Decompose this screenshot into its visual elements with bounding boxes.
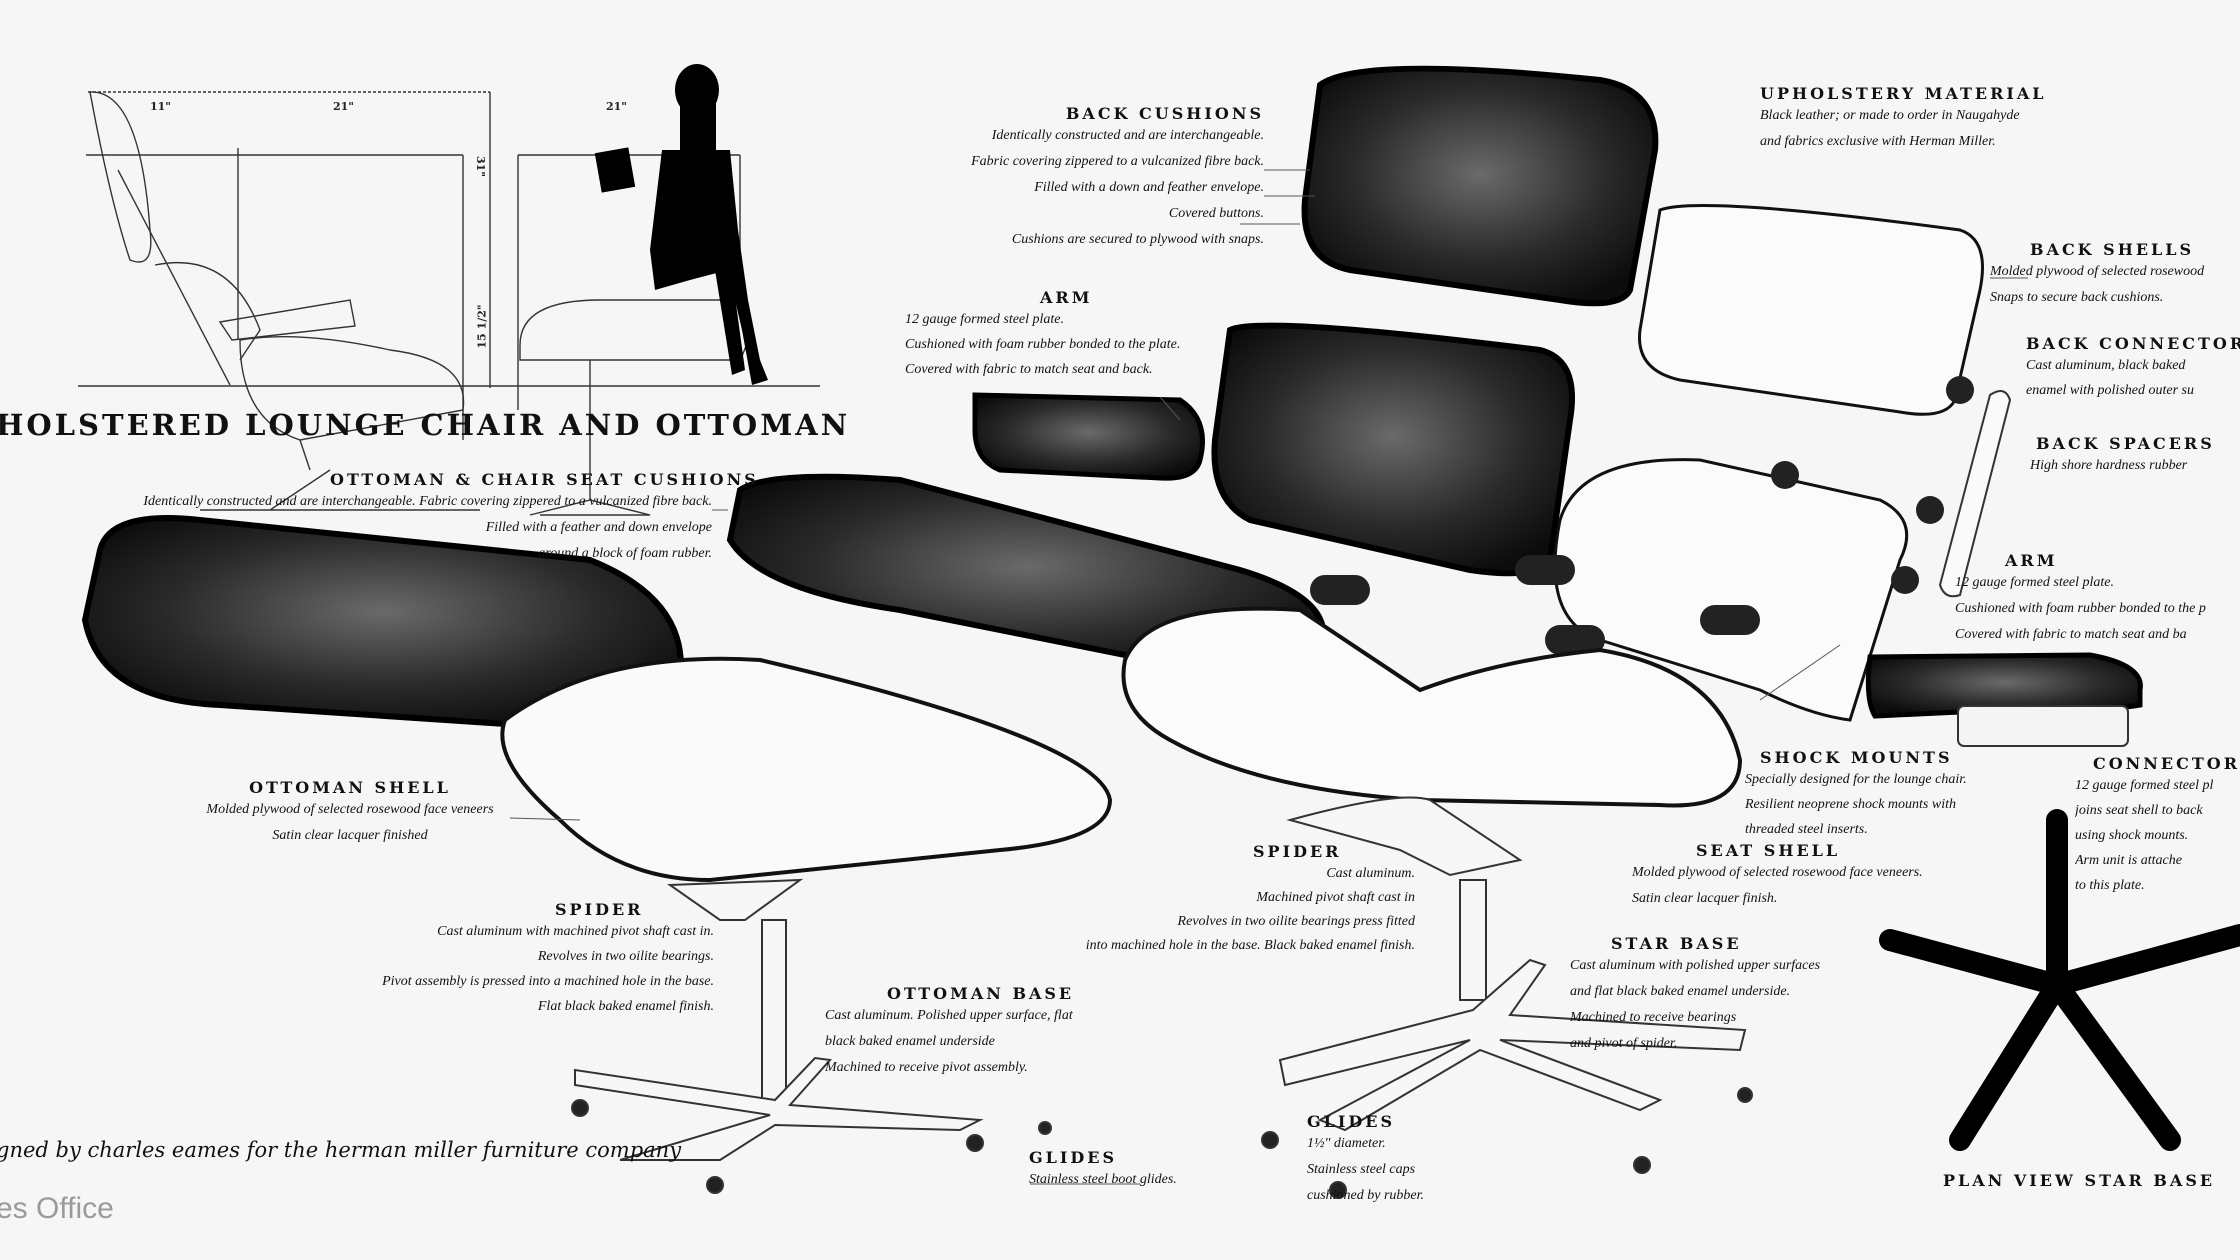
arm-left-line: 12 gauge formed steel plate. <box>905 312 1065 327</box>
ottoman-shell-heading: OTTOMAN SHELL <box>249 778 451 797</box>
back-shells-line: Snaps to secure back cushions. <box>1990 290 2164 305</box>
seat-shell-line: Satin clear lacquer finish. <box>1632 891 1778 906</box>
dimension-height: 31" <box>474 155 488 178</box>
spider-chair-line: into machined hole in the base. Black ba… <box>1085 938 1415 953</box>
designer-credit: gned by charles eames for the herman mil… <box>0 1138 682 1162</box>
ottoman-shell <box>500 656 1113 883</box>
arm-left-line: Cushioned with foam rubber bonded to the… <box>905 337 1181 352</box>
leader-lines <box>509 169 2028 1185</box>
arm-right-heading: ARM <box>2005 551 2058 570</box>
spider-ottoman-line: Pivot assembly is pressed into a machine… <box>382 974 714 989</box>
star-base-line: Cast aluminum with polished upper surfac… <box>1570 958 1821 973</box>
back-shells <box>1553 204 1984 722</box>
spider-chair-heading: SPIDER <box>1253 842 1342 861</box>
shock-mounts-line: threaded steel inserts. <box>1745 822 1868 837</box>
back-spacers-line: High shore hardness rubber <box>2030 458 2188 473</box>
connector-plate-line: using shock mounts. <box>2075 828 2189 843</box>
star-base-line: and pivot of spider. <box>1570 1036 1678 1051</box>
back-connectors-line: enamel with polished outer su <box>2026 383 2194 398</box>
back-connectors-line: Cast aluminum, black baked <box>2026 358 2186 373</box>
seat-cushions-heading: OTTOMAN & CHAIR SEAT CUSHIONS <box>330 470 759 489</box>
connector-plate-line: to this plate. <box>2075 878 2145 893</box>
rubber-spacers <box>1310 376 1974 655</box>
spider-ottoman-line: Cast aluminum with machined pivot shaft … <box>437 924 714 939</box>
back-cushions-line: Cushions are secured to plywood with sna… <box>1011 232 1264 247</box>
ottoman-base-line: black baked enamel underside <box>825 1034 995 1049</box>
upholstery-line: and fabrics exclusive with Herman Miller… <box>1760 134 1996 149</box>
arm-left-line: Covered with fabric to match seat and ba… <box>905 362 1153 377</box>
back-connector <box>1938 390 2012 598</box>
seat-cushions-line: Filled with a feather and down envelope <box>485 520 712 535</box>
seat-cushions-line: Identically constructed and are intercha… <box>143 494 712 509</box>
dimension-seat-depth: 21" <box>333 100 355 113</box>
seat-shell-heading: SEAT SHELL <box>1696 841 1841 860</box>
back-cushions-heading: BACK CUSHIONS <box>1065 104 1264 123</box>
seat-shell <box>1121 606 1743 808</box>
back-cushions-line: Identically constructed and are intercha… <box>991 128 1264 143</box>
dimension-ottoman-depth: 21" <box>606 100 628 113</box>
ottoman-shell-line: Satin clear lacquer finished <box>272 828 428 843</box>
glides-chair-line: Stainless steel caps <box>1307 1162 1416 1177</box>
back-cushions-line: Fabric covering zippered to a vulcanized… <box>971 154 1264 169</box>
spider-chair-line: Revolves in two oilite bearings press fi… <box>1177 914 1415 929</box>
shock-mounts-line: Specially designed for the lounge chair. <box>1745 772 1967 787</box>
glides-chair-line: cushioned by rubber. <box>1307 1188 1425 1203</box>
arm-right <box>1865 652 2143 747</box>
ottoman-shell-line: Molded plywood of selected rosewood face… <box>206 802 494 817</box>
glides-chair-line: 1½" diameter. <box>1307 1136 1386 1151</box>
connector-plate-heading: CONNECTOR P <box>2093 754 2240 773</box>
upholstery-line: Black leather; or made to order in Nauga… <box>1760 108 2020 123</box>
connector-plate-line: Arm unit is attache <box>2075 853 2182 868</box>
back-cushions-line: Filled with a down and feather envelope. <box>1034 180 1264 195</box>
connector-plate-line: joins seat shell to back <box>2075 803 2203 818</box>
back-cushions-line: Covered buttons. <box>1168 206 1264 221</box>
spider-ottoman-line: Flat black baked enamel finish. <box>537 999 714 1014</box>
elevation-drawing <box>78 91 820 516</box>
ottoman-base-line: Machined to receive pivot assembly. <box>825 1060 1028 1075</box>
spider-chair-line: Cast aluminum. <box>1326 866 1415 881</box>
arm-right-line: Cushioned with foam rubber bonded to the… <box>1955 601 2206 616</box>
spider-chair-line: Machined pivot shaft cast in <box>1256 890 1415 905</box>
back-connectors-heading: BACK CONNECTORS <box>2026 334 2240 353</box>
ottoman-base <box>571 878 1052 1194</box>
dimension-back-depth: 11" <box>150 100 172 113</box>
shock-mounts-line: Resilient neoprene shock mounts with <box>1745 797 1956 812</box>
star-base-line: Machined to receive bearings <box>1570 1010 1737 1025</box>
glides-ottoman-heading: GLIDES <box>1029 1148 1118 1167</box>
dimension-seat-height: 15 1/2" <box>475 304 489 349</box>
plan-view-star-base <box>1879 809 2240 1151</box>
spider-ottoman-line: Revolves in two oilite bearings. <box>537 949 714 964</box>
chair-base <box>1261 796 1753 1199</box>
arm-left <box>972 392 1205 481</box>
poster-title: HOLSTERED LOUNGE CHAIR AND OTTOMAN <box>0 408 851 442</box>
back-spacers-heading: BACK SPACERS <box>2036 434 2215 453</box>
shock-mounts-heading: SHOCK MOUNTS <box>1760 748 1953 767</box>
girl-silhouette <box>594 64 768 385</box>
arm-right-line: 12 gauge formed steel plate. <box>1955 575 2115 590</box>
glides-ottoman-line: Stainless steel boot glides. <box>1029 1172 1177 1187</box>
arm-right-line: Covered with fabric to match seat and ba <box>1955 627 2187 642</box>
glides-chair-heading: GLIDES <box>1307 1112 1396 1131</box>
star-base-heading: STAR BASE <box>1611 934 1742 953</box>
ottoman-base-line: Cast aluminum. Polished upper surface, f… <box>825 1008 1073 1023</box>
star-base-line: and flat black baked enamel underside. <box>1570 984 1791 999</box>
seat-shell-line: Molded plywood of selected rosewood face… <box>1632 865 1923 880</box>
back-cushions <box>1211 65 1659 577</box>
arm-left-heading: ARM <box>1040 288 1093 307</box>
back-shells-line: Molded plywood of selected rosewood <box>1990 264 2205 279</box>
plan-view-heading: PLAN VIEW STAR BASE <box>1943 1171 2216 1190</box>
seat-cushions-line: around a block of foam rubber. <box>538 546 712 561</box>
connector-plate-line: 12 gauge formed steel pl <box>2075 778 2214 793</box>
watermark: es Office <box>0 1192 114 1225</box>
spider-ottoman-heading: SPIDER <box>555 900 644 919</box>
ottoman-base-heading: OTTOMAN BASE <box>887 984 1075 1003</box>
upholstery-heading: UPHOLSTERY MATERIAL <box>1760 84 2047 103</box>
back-shells-heading: BACK SHELLS <box>2030 240 2195 259</box>
